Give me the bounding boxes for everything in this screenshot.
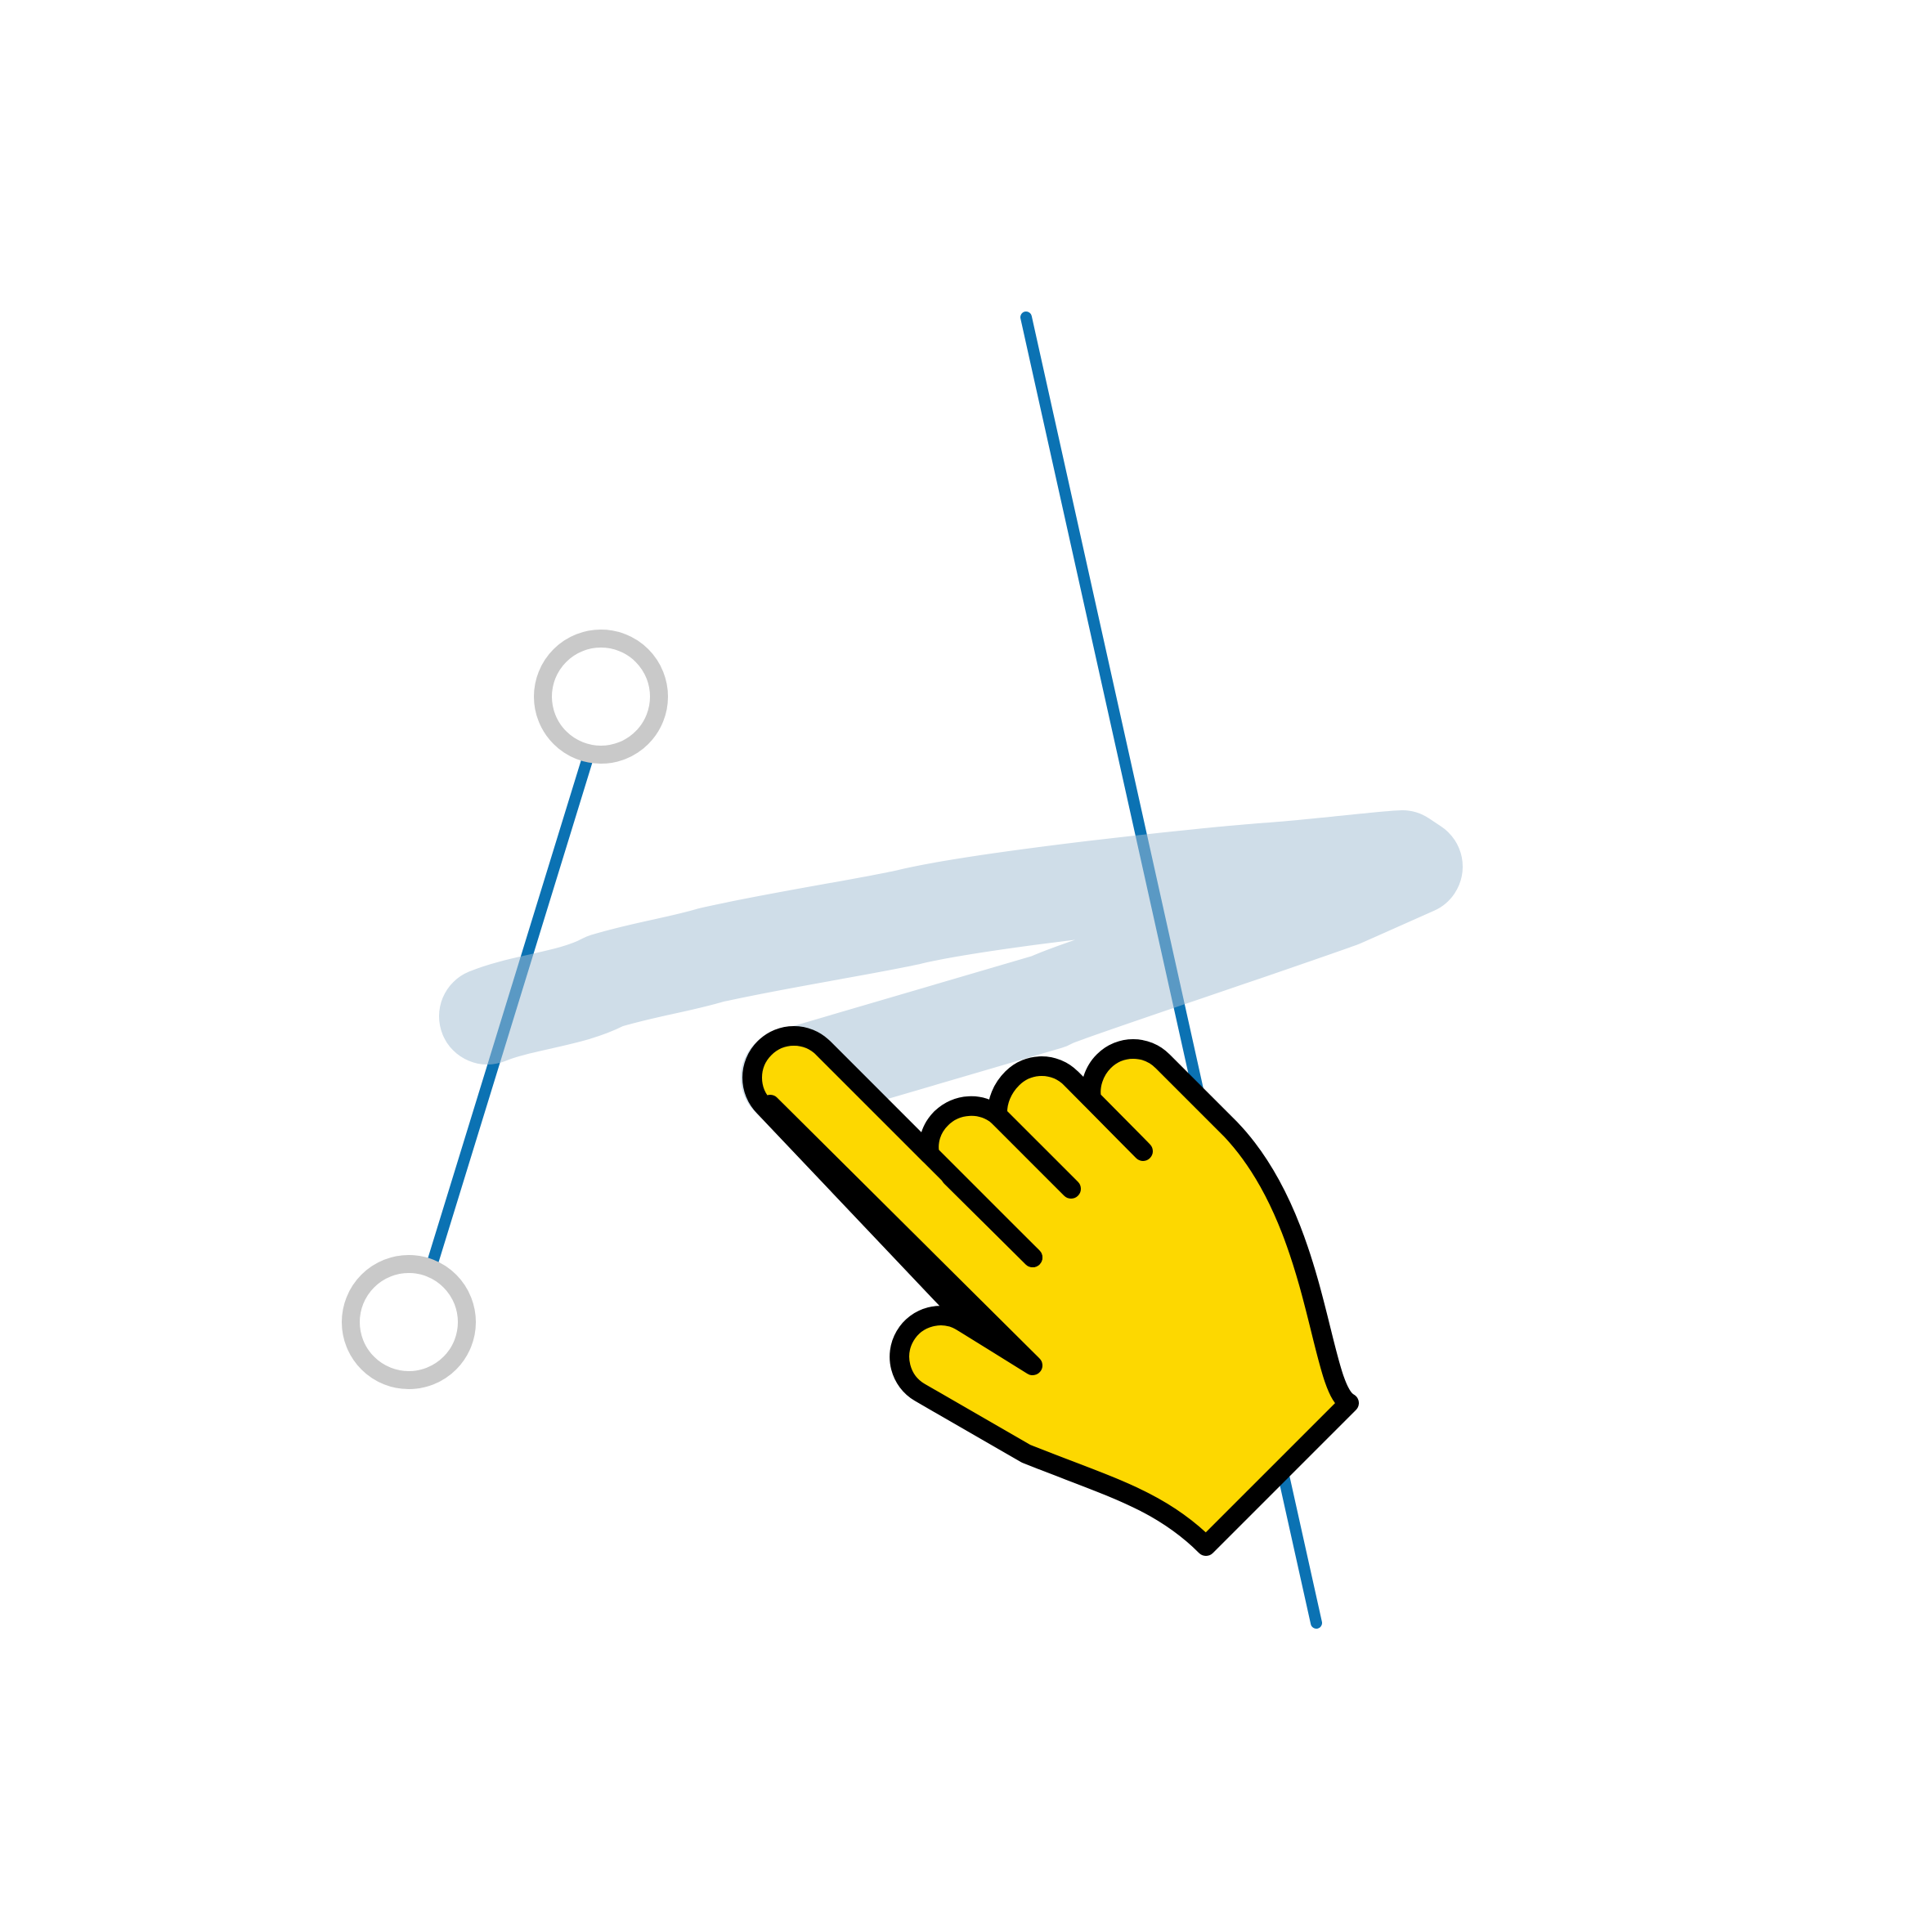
swipe-gesture-trail bbox=[439, 810, 1463, 1126]
bottom-endpoint-handle[interactable] bbox=[342, 1255, 476, 1389]
top-endpoint-handle[interactable] bbox=[534, 630, 668, 764]
hand-middle-finger-line bbox=[931, 1109, 1042, 1267]
hand-ring-finger-base bbox=[1061, 1069, 1153, 1161]
hand-thumb-line bbox=[760, 1095, 1042, 1375]
pointing-hand-icon bbox=[742, 1026, 1359, 1556]
hand-middle-finger-base bbox=[988, 1105, 1081, 1199]
